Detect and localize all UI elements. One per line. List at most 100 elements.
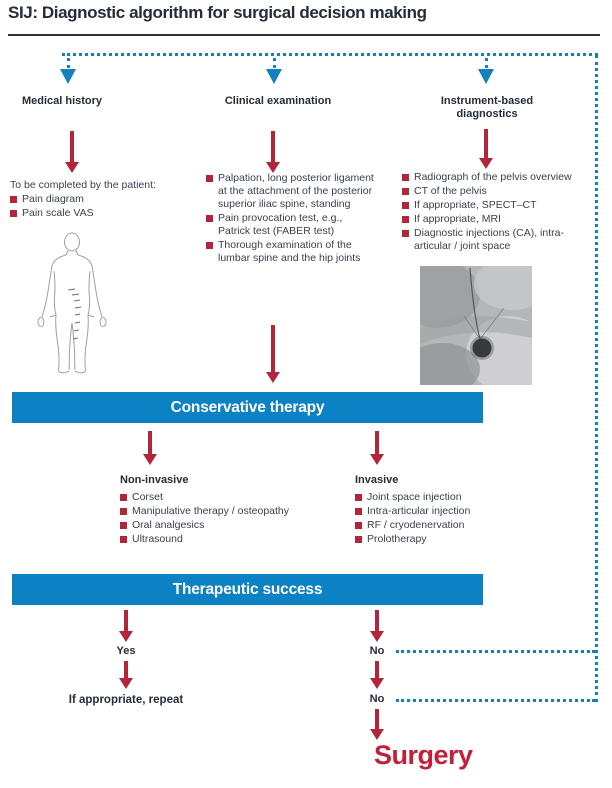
banner-label: Therapeutic success [172,580,323,598]
list-item-text: Prolotherapy [367,533,427,545]
arrowhead [478,69,494,84]
bullet-square-icon [402,215,409,223]
list-item: If appropriate, MRI [402,213,592,226]
patient-intro-text: To be completed by the patient: [10,179,156,191]
dotted-no2-feedback-line [396,699,595,702]
clinical-examination-list: Palpation, long posterior ligament at th… [206,172,374,265]
list-item-text: Diagnostic injections (CA), intra-articu… [414,227,564,252]
list-item-text: Pain diagram [22,193,84,205]
list-item: RF / cryodenervation [355,519,545,532]
list-item: Pain diagram [10,193,190,206]
bullet-square-icon [402,187,409,195]
list-item-text: Pain provocation test, e.g., Patrick tes… [218,212,343,237]
bullet-square-icon [355,507,362,515]
dotted-stub [484,58,488,68]
surgery-label: Surgery [374,740,473,770]
red-down-arrow-icon [370,431,384,465]
invasive-header: Invasive [355,474,399,486]
list-item-text: Radiograph of the pelvis overview [414,171,572,183]
column-header-medical-history: Medical history [21,95,103,107]
red-down-arrow-icon [479,129,493,169]
list-item-text: RF / cryodenervation [367,519,465,531]
dotted-stub [272,58,276,68]
red-down-arrow-icon [119,610,133,642]
list-item: If appropriate, SPECT–CT [402,199,592,212]
list-item: Corset [120,491,320,504]
list-item: Thorough examination of the lumbar spine… [206,239,374,265]
red-down-arrow-icon [266,325,280,383]
list-item-text: Corset [132,491,163,503]
list-item: Diagnostic injections (CA), intra-articu… [402,227,592,253]
bullet-square-icon [355,535,362,543]
dotted-stub [66,58,70,68]
list-item: Oral analgesics [120,519,320,532]
list-item-text: Oral analgesics [132,519,205,531]
red-down-arrow-icon [266,131,280,173]
list-item: Pain provocation test, e.g., Patrick tes… [206,212,374,238]
list-item-text: Palpation, long posterior ligament at th… [218,172,374,210]
bullet-square-icon [206,174,213,182]
medical-history-list: Pain diagram Pain scale VAS [10,193,190,220]
list-item-text: Intra-articular injection [367,505,471,517]
list-item-text: If appropriate, MRI [414,213,501,225]
non-invasive-header: Non-invasive [120,474,189,486]
outcome-yes-label: Yes [116,645,136,657]
fluoroscopy-xray-image [420,266,532,385]
bullet-square-icon [355,521,362,529]
list-item-text: Pain scale VAS [22,207,94,219]
dotted-top-line [62,53,598,56]
list-item-text: Manipulative therapy / osteopathy [132,505,290,517]
red-down-arrow-icon [119,661,133,689]
blue-down-arrow-icon [478,58,494,84]
instrument-diagnostics-list: Radiograph of the pelvis overview CT of … [402,171,592,253]
bullet-square-icon [120,535,127,543]
bullet-square-icon [206,241,213,249]
red-down-arrow-icon [370,661,384,689]
list-item-text: Joint space injection [367,491,462,503]
arrowhead [60,69,76,84]
list-item: Joint space injection [355,491,545,504]
bullet-square-icon [355,493,362,501]
dotted-right-line [595,55,598,702]
bullet-square-icon [120,493,127,501]
conservative-therapy-banner: Conservative therapy [12,392,483,423]
bullet-square-icon [206,214,213,222]
bullet-square-icon [120,507,127,515]
bullet-square-icon [10,195,17,203]
red-down-arrow-icon [143,431,157,465]
list-item: Pain scale VAS [10,207,190,220]
dotted-no-feedback-line [396,650,595,653]
red-down-arrow-icon [65,131,79,173]
column-header-clinical-examination: Clinical examination [224,95,332,107]
list-item: Palpation, long posterior ligament at th… [206,172,374,211]
page-title: SIJ: Diagnostic algorithm for surgical d… [8,3,427,22]
list-item-text: If appropriate, SPECT–CT [414,199,537,211]
outcome-no2-label: No [369,693,385,705]
list-item: Prolotherapy [355,533,545,546]
bullet-square-icon [10,209,17,217]
title-divider [8,34,600,36]
pain-diagram-body-figure [28,231,116,377]
bullet-square-icon [402,229,409,237]
arrowhead [266,69,282,84]
red-down-arrow-icon [370,709,384,740]
list-item-text: Thorough examination of the lumbar spine… [218,239,361,264]
list-item: Intra-articular injection [355,505,545,518]
invasive-list: Joint space injection Intra-articular in… [355,491,545,546]
repeat-label: If appropriate, repeat [68,694,184,706]
blue-down-arrow-icon [266,58,282,84]
bullet-square-icon [120,521,127,529]
list-item: Manipulative therapy / osteopathy [120,505,320,518]
bullet-square-icon [402,201,409,209]
bullet-square-icon [402,173,409,181]
therapeutic-success-banner: Therapeutic success [12,574,483,605]
list-item-text: Ultrasound [132,533,183,545]
list-item: CT of the pelvis [402,185,592,198]
non-invasive-list: Corset Manipulative therapy / osteopathy… [120,491,320,546]
outcome-no-label: No [369,645,385,657]
list-item-text: CT of the pelvis [414,185,487,197]
list-item: Radiograph of the pelvis overview [402,171,592,184]
banner-label: Conservative therapy [170,398,325,416]
red-down-arrow-icon [370,610,384,642]
